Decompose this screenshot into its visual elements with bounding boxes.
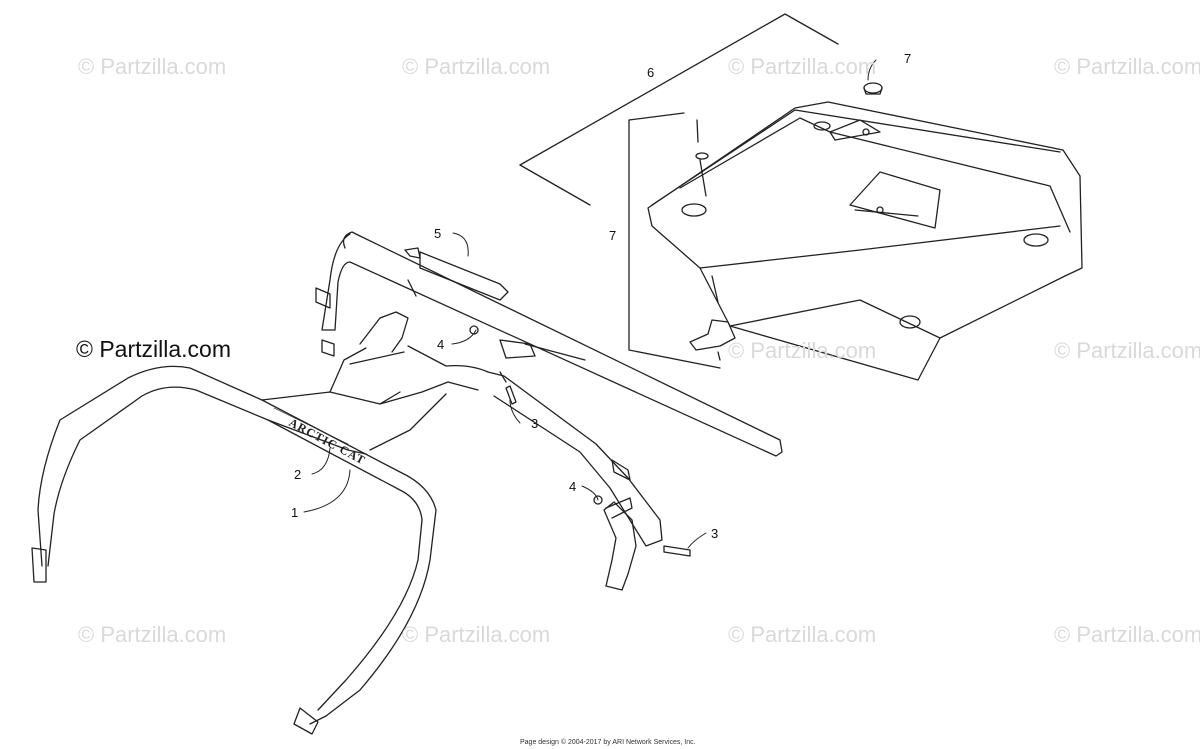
watermark: © Partzilla.com [1054,338,1200,363]
callout-label: 6 [647,65,655,80]
panel-fasteners [689,82,883,361]
watermark: © Partzilla.com [78,622,227,647]
bolt-3a [505,385,517,405]
rear-bar [315,231,783,457]
side-brace [603,497,637,591]
front-bar [349,311,663,547]
nut-4 [469,325,603,505]
leader-lines [303,59,877,549]
callout-label: 3 [711,526,719,541]
group-bracket-7 [628,112,721,369]
watermark: © Partzilla.com [402,622,551,647]
watermark: © Partzilla.com [728,54,877,79]
watermark: © Partzilla.com [728,622,877,647]
watermark: © Partzilla.com [1054,622,1200,647]
callout-label: 2 [294,467,302,482]
watermark: © Partzilla.com [728,338,877,363]
callout-label: 3 [531,416,539,431]
group-bracket-6 [519,13,839,206]
watermark: © Partzilla.com [78,54,227,79]
watermark: © Partzilla.com [1054,54,1200,79]
callout-label: 1 [291,505,299,520]
callout-label: 7 [609,228,617,243]
callout-label: 4 [569,479,577,494]
footer-credit: Page design © 2004-2017 by ARI Network S… [520,739,696,746]
callout-label: 7 [904,51,912,66]
callout-label: 4 [437,337,445,352]
brand-watermark: © Partzilla.com [76,336,231,362]
bolt-3b [663,545,691,557]
roll-cage [31,347,479,735]
watermark: © Partzilla.com [402,54,551,79]
roof-panel [647,101,1083,381]
callout-label: 5 [434,226,442,241]
